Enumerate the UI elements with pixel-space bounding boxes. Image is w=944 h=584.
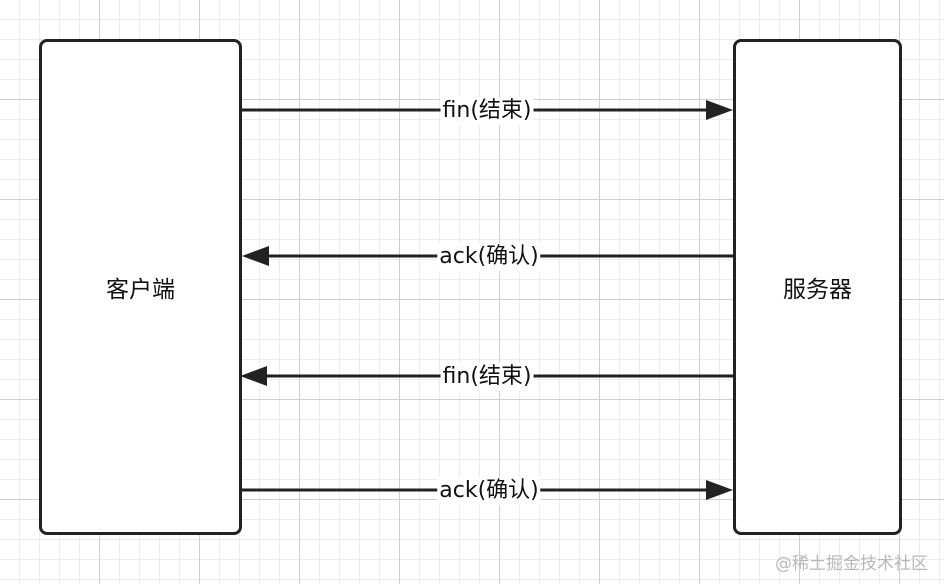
arrowhead-right-icon bbox=[706, 480, 733, 500]
message-label: ack(确认) bbox=[437, 243, 541, 271]
server-node: 服务器 bbox=[733, 39, 902, 535]
client-label: 客户端 bbox=[106, 277, 175, 303]
message-label: fin(结束) bbox=[440, 97, 534, 125]
message-label: fin(结束) bbox=[440, 363, 534, 391]
client-node: 客户端 bbox=[39, 39, 242, 535]
watermark: @稀土掘金技术社区 bbox=[775, 554, 928, 574]
arrowhead-right-icon bbox=[706, 100, 733, 120]
server-label: 服务器 bbox=[783, 277, 852, 303]
arrowhead-left-icon bbox=[240, 366, 267, 386]
arrowhead-left-icon bbox=[242, 246, 269, 266]
message-label: ack(确认) bbox=[437, 477, 541, 505]
